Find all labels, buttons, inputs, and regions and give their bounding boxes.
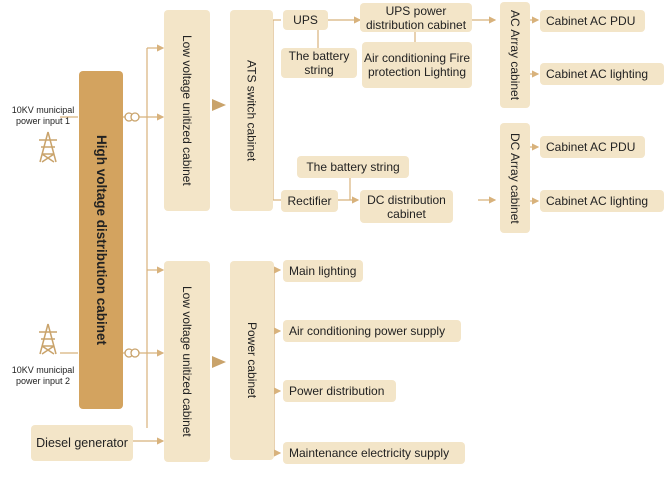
diesel-generator: Diesel generator: [31, 425, 133, 461]
hv-distribution-cabinet: High voltage distribution cabinet: [79, 71, 123, 409]
battery-string-mid: The battery string: [297, 156, 409, 178]
lv-cabinet-top: Low voltage unitized cabinet: [164, 10, 210, 211]
cabinet-ac-pdu-2: Cabinet AC PDU: [540, 136, 645, 158]
maintenance-electricity-supply: Maintenance electricity supply: [283, 442, 465, 464]
main-lighting: Main lighting: [283, 260, 363, 282]
power-tower-icon: [39, 131, 57, 163]
cabinet-ac-lighting-2: Cabinet AC lighting: [540, 190, 664, 212]
cabinet-ac-lighting-1: Cabinet AC lighting: [540, 63, 664, 85]
cabinet-ac-pdu-1: Cabinet AC PDU: [540, 10, 645, 32]
input-label-1: 10KV municipal power input 1: [11, 105, 75, 126]
battery-string-top: The battery string: [281, 48, 357, 78]
rectifier: Rectifier: [281, 190, 338, 212]
ac-array-cabinet: AC Array cabinet: [500, 2, 530, 108]
air-conditioning-power-supply: Air conditioning power supply: [283, 320, 461, 342]
power-tower-icon: [39, 323, 57, 355]
ups-distribution-cabinet: UPS power distribution cabinet: [360, 3, 472, 32]
dc-array-cabinet: DC Array cabinet: [500, 123, 530, 233]
ups-box: UPS: [283, 10, 328, 30]
transformer-icon: [124, 112, 140, 358]
power-distribution: Power distribution: [283, 380, 396, 402]
dc-distribution-cabinet: DC distribution cabinet: [360, 190, 453, 223]
power-cabinet: Power cabinet: [230, 261, 274, 460]
ats-switch-cabinet: ATS switch cabinet: [230, 10, 273, 211]
arrow-right-icon: [212, 99, 226, 368]
input-label-2: 10KV municipal power input 2: [11, 365, 75, 386]
ac-fire-lighting: Air conditioning Fire protection Lightin…: [362, 42, 472, 88]
lv-cabinet-bottom: Low voltage unitized cabinet: [164, 261, 210, 462]
hv-cabinet-label: High voltage distribution cabinet: [94, 134, 109, 345]
